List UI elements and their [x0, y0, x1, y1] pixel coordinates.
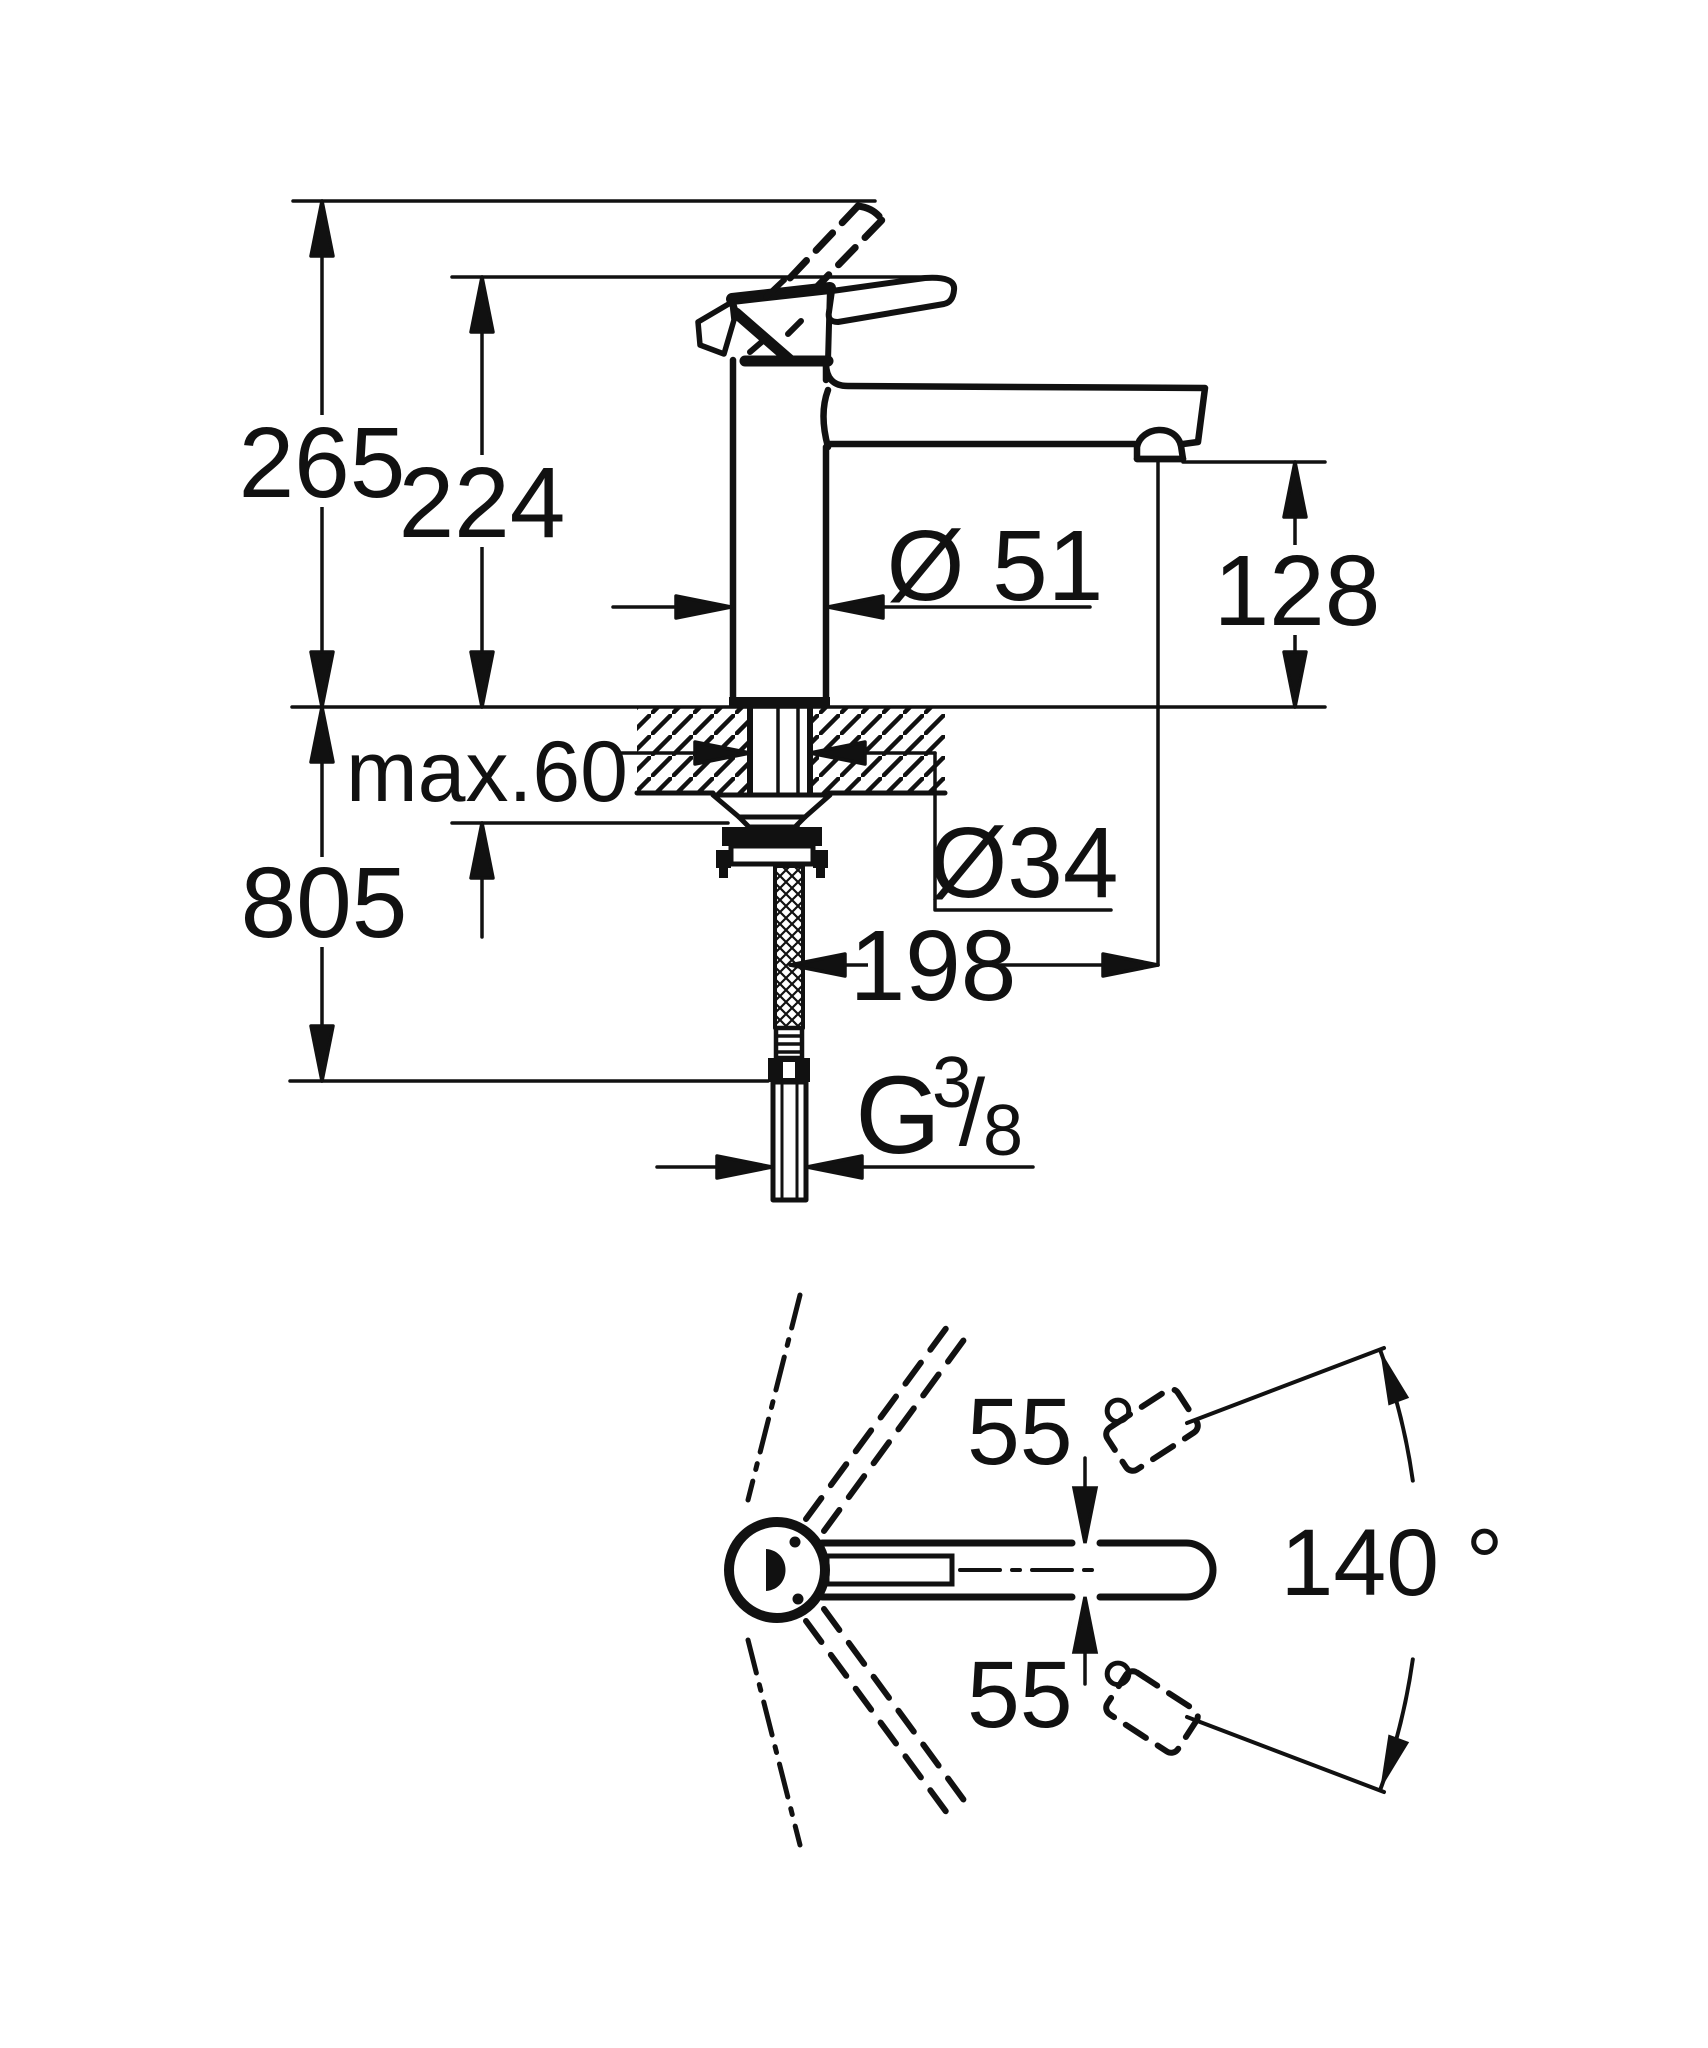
faucet-body: [695, 202, 1209, 707]
spout-top-view: [818, 1539, 1217, 1601]
raised-lever-edge-1: [786, 202, 862, 282]
angle-label-upper: 55 °: [967, 1379, 1137, 1485]
bg-198: [868, 918, 998, 1010]
spout-end-lower-dashed: [1103, 1668, 1201, 1756]
ray-lower-2: [821, 1606, 969, 1806]
base-circle: [724, 1517, 830, 1623]
dim-label-hose-length: 805: [241, 847, 408, 959]
top-view: 55 ° 55 ° 140 °: [724, 1292, 1503, 1848]
spout-end-cap: [1182, 1539, 1217, 1601]
thread-denominator: 8: [983, 1091, 1023, 1171]
axis-upper: [745, 1292, 803, 1503]
bg-805: [262, 857, 386, 947]
ray-lower-1: [803, 1618, 953, 1820]
arc-leader-upper: [1185, 1346, 1386, 1425]
screw-stem-left: [719, 868, 728, 878]
head-dash-2: [785, 318, 804, 337]
hose-nut-slot: [783, 1062, 795, 1078]
mounting-nut: [722, 827, 822, 846]
base-plate: [729, 697, 830, 707]
swivel-axes: [745, 1292, 803, 1848]
raised-lever-cap: [854, 202, 886, 224]
ray-upper-2: [821, 1334, 969, 1534]
thread-slash: /: [959, 1060, 986, 1166]
lever-raised-dashed: [786, 202, 886, 296]
bg-265: [255, 415, 390, 507]
arc-arrow-lower: [1380, 1734, 1410, 1790]
bg-224: [413, 455, 551, 547]
mounting-cone: [736, 814, 808, 830]
axis-lower: [745, 1637, 803, 1848]
angle-label-lower: 55 °: [967, 1642, 1137, 1748]
head-left-ear: [695, 299, 737, 357]
hose-braid: [773, 864, 805, 1030]
screw-stem-right: [816, 868, 825, 878]
dim-label-max-thickness: max.60: [346, 724, 628, 820]
head-dash-3: [747, 337, 767, 355]
mounting-bracket: [728, 843, 816, 867]
thread-numerator: 3: [932, 1043, 972, 1123]
dim-label-spout-height: 128: [1214, 535, 1381, 647]
dim-label-spout-reach: 198: [850, 910, 1017, 1022]
mounting-flange: [710, 792, 833, 820]
lever-top-view: [824, 1553, 955, 1587]
dim-label-body-diameter: Ø 51: [887, 510, 1104, 622]
dim-label-total-height: 265: [239, 407, 406, 519]
swivel-rays: [803, 1320, 969, 1820]
dim-label-hole-diameter: Ø34: [929, 807, 1118, 919]
dim-label-lever-height: 224: [399, 447, 566, 559]
mixer-head: [695, 277, 836, 367]
arc-leader-lower: [1185, 1715, 1386, 1794]
thread-g: G: [855, 1054, 941, 1177]
angle-140-arc: [1185, 1346, 1415, 1794]
side-view: 265 224 Ø 51 128 max.60 Ø34 805 198 G 3 …: [239, 199, 1381, 1203]
cartridge-mark: [766, 1549, 786, 1591]
head-dash-1: [763, 277, 787, 300]
dimension-labels: 265 224 Ø 51 128 max.60 Ø34 805 198 G 3 …: [239, 407, 1381, 1177]
spout-top: [822, 359, 1209, 448]
angle-label-total: 140 °: [1281, 1510, 1504, 1616]
base-dot-upper: [789, 1536, 801, 1548]
spout-neck-curve: [820, 386, 832, 451]
bg-140: [1300, 1518, 1485, 1608]
thread-label: G 3 / 8: [855, 1043, 1023, 1177]
angle-55-arrows: [1071, 1456, 1099, 1686]
hose-thread-tube: [770, 1079, 809, 1203]
ray-upper-1: [803, 1320, 953, 1522]
head-diagonal-edge: [730, 307, 796, 366]
base-dot-lower: [792, 1593, 804, 1605]
bg-128: [1233, 545, 1363, 635]
spout-end-upper-dashed: [1103, 1386, 1201, 1474]
lever-handle: [825, 274, 958, 325]
countertop: [634, 707, 948, 796]
angle-labels: 55 ° 55 ° 140 °: [967, 1379, 1503, 1748]
mounting-screw-right: [813, 850, 828, 868]
mounting-screw-left: [716, 850, 731, 868]
supply-hose: [768, 864, 810, 1203]
spout-outlet: [1133, 426, 1187, 463]
arc-arrow-upper: [1380, 1350, 1410, 1406]
mounting-assembly: [710, 704, 833, 878]
raised-lever-edge-2: [808, 216, 886, 296]
